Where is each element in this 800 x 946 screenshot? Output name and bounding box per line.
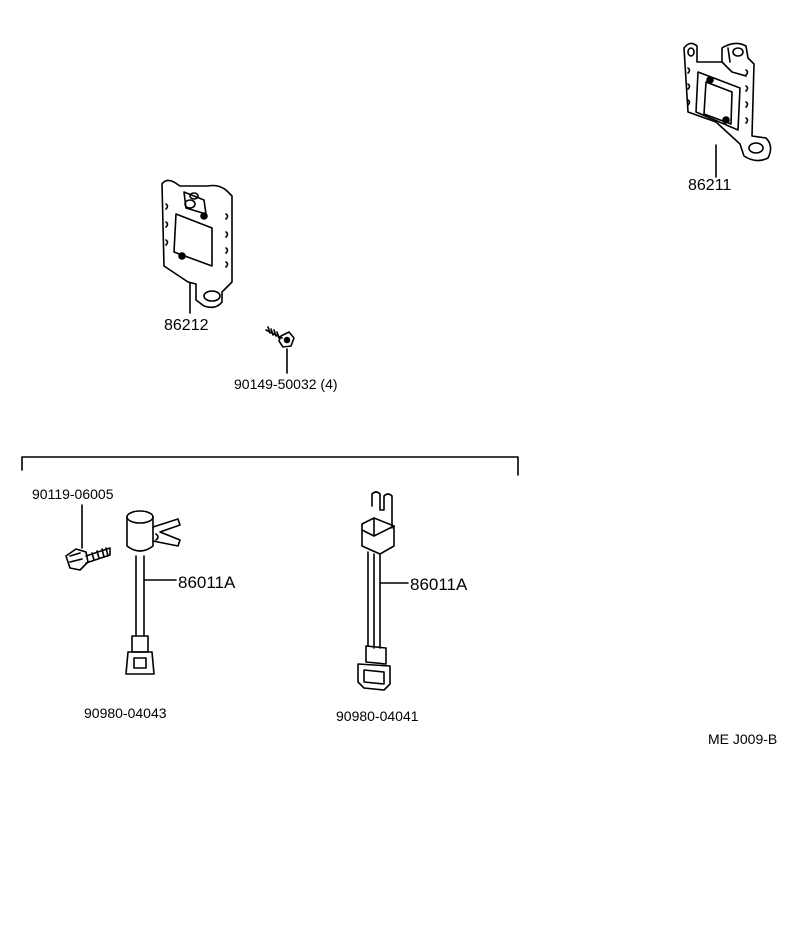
- sensor-86011A-left-drawing: [125, 510, 181, 675]
- bracket-86211-drawing: [683, 42, 772, 178]
- part-number-90119-06005: 90119-06005: [32, 486, 114, 502]
- part-number-86211: 86211: [688, 177, 732, 194]
- part-number-86212: 86212: [164, 317, 209, 334]
- part-number-86011A-right: 86011A: [410, 575, 468, 594]
- part-number-90149-50032: 90149-50032 (4): [234, 376, 338, 392]
- sensor-86011A-right-drawing: [357, 491, 409, 691]
- bolt-90149-drawing: [265, 326, 295, 374]
- part-number-90980-04043: 90980-04043: [84, 705, 167, 721]
- bolt-90119-drawing: [65, 504, 111, 571]
- diagram-code: ME J009-B: [708, 731, 778, 747]
- part-number-90980-04041: 90980-04041: [336, 708, 419, 724]
- part-number-86011A-left: 86011A: [178, 573, 236, 592]
- group-bracket-line: [21, 456, 519, 476]
- bracket-86212-drawing: [161, 179, 233, 314]
